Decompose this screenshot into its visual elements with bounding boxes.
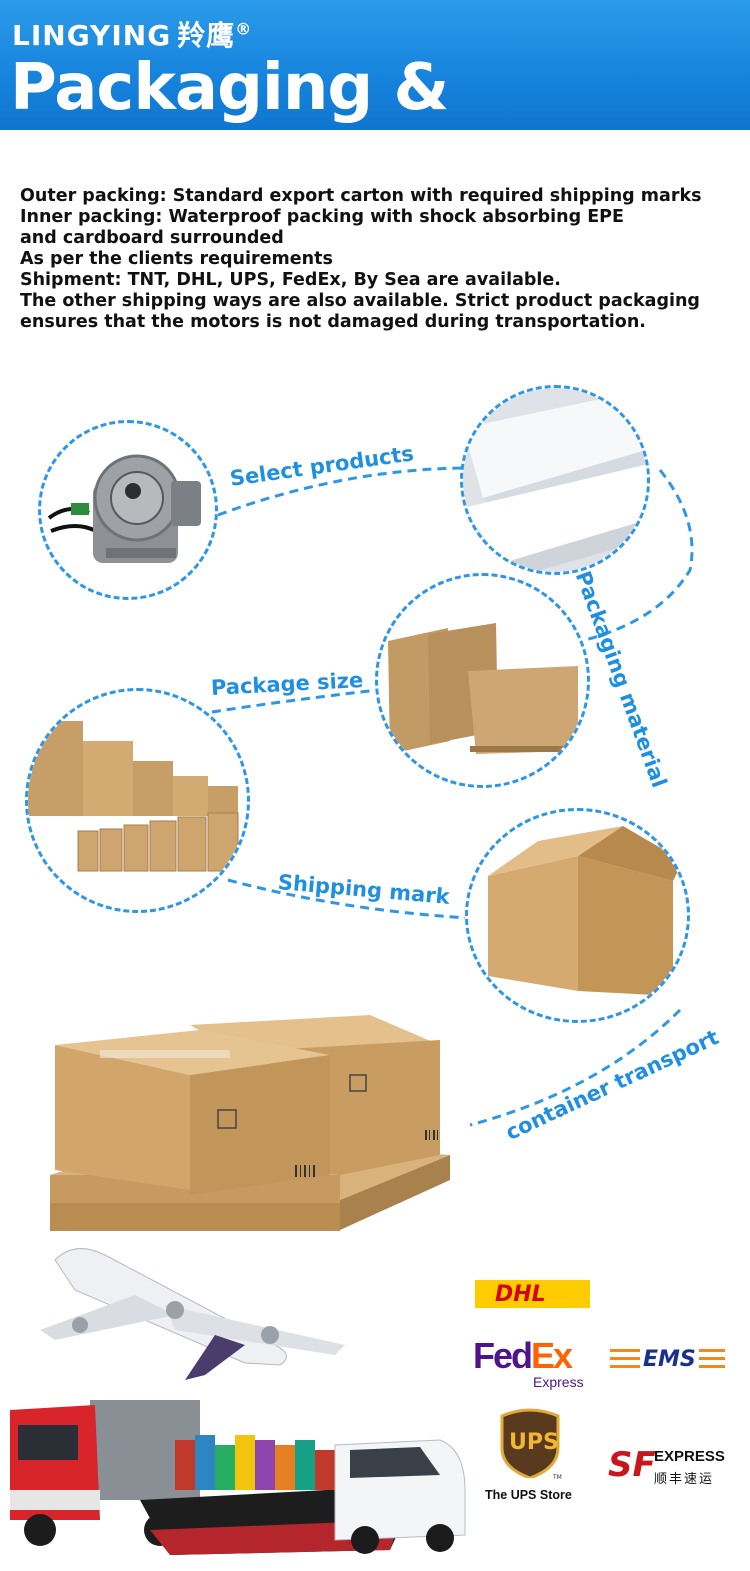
ups-logo-text: UPS — [509, 1430, 559, 1455]
description-line: As per the clients requirements — [20, 249, 333, 269]
ems-logo: EMS — [610, 1345, 725, 1375]
brand-name: LINGYING — [12, 19, 172, 52]
description-line: and cardboard surrounded — [20, 228, 284, 248]
packaging-description: Outer packing: Standard export carton wi… — [20, 186, 740, 333]
ups-store-logo: UPS TM The UPS Store — [483, 1408, 578, 1508]
dhl-logo: DHL — [475, 1280, 590, 1308]
shipping-mark-circle — [25, 688, 250, 913]
packaging-material-circle — [460, 385, 650, 575]
ups-shield-icon — [500, 1408, 560, 1478]
assorted-boxes-image — [28, 721, 239, 872]
page-title: Packaging & Shipping — [10, 51, 449, 205]
cardboard-box-image — [488, 826, 683, 996]
sf-cn-text: 顺丰速运 — [654, 1472, 715, 1487]
truck-ship-van-image — [10, 1400, 466, 1555]
brand-name-cn: 羚鹰 — [177, 19, 236, 52]
description-line: Shipment: TNT, DHL, UPS, FedEx, By Sea a… — [20, 270, 561, 290]
sf-logo-text: SF — [608, 1445, 656, 1485]
fedex-fed-text: Fed — [473, 1335, 533, 1376]
package-size-circle — [375, 573, 590, 788]
ups-trademark: TM — [553, 1474, 562, 1481]
container-transport-circle — [465, 808, 690, 1023]
motor-product-circle — [38, 420, 218, 600]
registered-mark: ® — [235, 19, 253, 39]
cardboard-sheets-image — [388, 623, 578, 754]
sf-express-text: EXPRESS — [654, 1448, 725, 1465]
fedex-ex-text: Ex — [531, 1335, 573, 1376]
ems-logo-text: EMS — [640, 1347, 699, 1372]
sf-express-logo: SF EXPRESS 顺丰速运 — [608, 1445, 733, 1490]
dhl-logo-text: DHL — [495, 1282, 546, 1307]
pallet-boxes-image — [50, 1015, 450, 1231]
description-line: ensures that the motors is not damaged d… — [20, 312, 646, 332]
ups-store-text: The UPS Store — [485, 1488, 572, 1502]
airplane-image — [40, 1248, 345, 1380]
fedex-logo: Fed Ex Express — [473, 1335, 593, 1395]
description-line: The other shipping ways are also availab… — [20, 291, 700, 311]
fedex-express-text: Express — [533, 1374, 584, 1390]
electric-motor-image — [47, 454, 201, 563]
description-line: Inner packing: Waterproof packing with s… — [20, 207, 624, 227]
epe-foam-image — [463, 388, 647, 572]
description-line: Outer packing: Standard export carton wi… — [20, 186, 702, 206]
